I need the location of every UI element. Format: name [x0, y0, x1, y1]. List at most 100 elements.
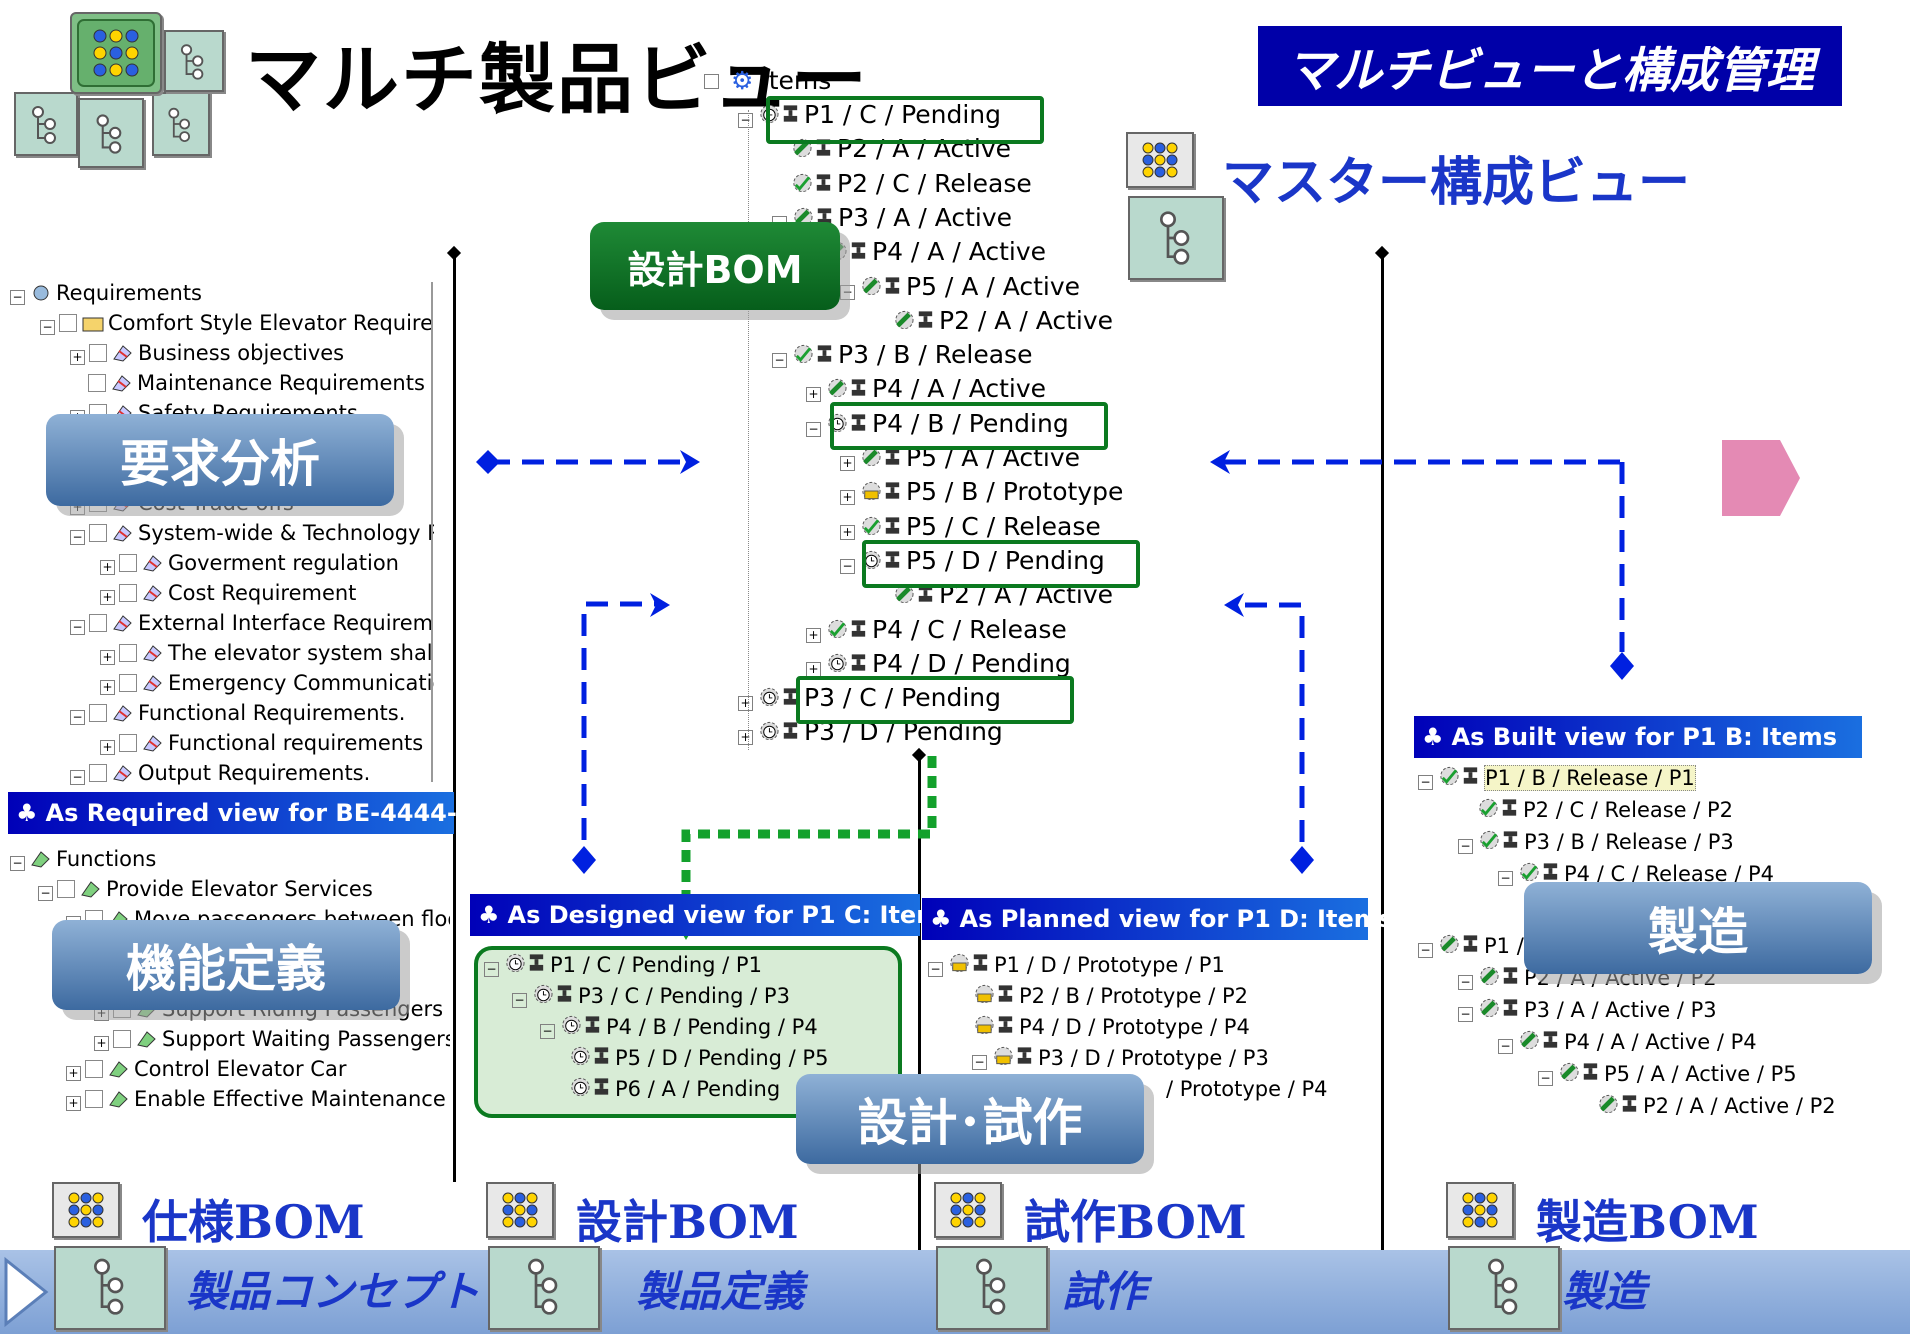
bom-tree-row[interactable]: +P5 / B / Prototype: [840, 475, 1123, 509]
as-planned-row[interactable]: −P1 / D / Prototype / P1: [922, 950, 1368, 981]
tree-row[interactable]: −External Interface Requiremen: [10, 608, 434, 638]
tree-row[interactable]: −Output Requirements.: [10, 758, 434, 788]
as-built-row[interactable]: −P5 / A / Active / P5: [1414, 1058, 1870, 1090]
as-built-row[interactable]: −P1 / B / Release / P1: [1414, 762, 1870, 794]
as-designed-row[interactable]: P5 / D / Pending / P5: [484, 1043, 898, 1074]
collapse-toggle[interactable]: −: [70, 710, 85, 725]
tree-row[interactable]: −Functions: [10, 844, 450, 874]
design-bom-button[interactable]: 設計BOM: [590, 222, 840, 310]
collapse-toggle[interactable]: −: [1458, 975, 1473, 990]
collapse-toggle[interactable]: −: [70, 620, 85, 635]
as-built-row[interactable]: −P3 / B / Release / P3: [1414, 826, 1870, 858]
collapse-toggle[interactable]: −: [512, 993, 527, 1008]
collapse-toggle[interactable]: −: [806, 421, 821, 437]
design-prototype-button[interactable]: 設計･試作: [796, 1074, 1144, 1164]
bom-tree-row[interactable]: +P4 / C / Release: [806, 613, 1067, 647]
expand-toggle[interactable]: +: [738, 730, 753, 746]
collapse-toggle[interactable]: −: [1538, 1071, 1553, 1086]
checkbox[interactable]: [119, 674, 137, 692]
collapse-toggle[interactable]: −: [70, 530, 85, 545]
tree-root[interactable]: ⚙ Items: [704, 64, 831, 98]
expand-toggle[interactable]: +: [738, 696, 753, 712]
tree-row[interactable]: −System-wide & Technology Re: [10, 518, 434, 548]
expand-toggle[interactable]: +: [100, 560, 115, 575]
collapse-toggle[interactable]: −: [70, 770, 85, 785]
tree-row[interactable]: +Cost Requirement: [10, 578, 434, 608]
function-definition-button[interactable]: 機能定義: [52, 920, 400, 1010]
expand-toggle[interactable]: +: [840, 490, 855, 506]
collapse-toggle[interactable]: −: [1418, 775, 1433, 790]
bom-tree-row[interactable]: +P5 / C / Release: [840, 510, 1101, 544]
checkbox[interactable]: [89, 764, 107, 782]
collapse-toggle[interactable]: −: [484, 962, 499, 977]
expand-toggle[interactable]: +: [806, 387, 821, 403]
expand-toggle[interactable]: +: [94, 1036, 109, 1051]
manufacturing-button[interactable]: 製造: [1524, 882, 1872, 974]
tree-row[interactable]: +Emergency Communication: [10, 668, 434, 698]
collapse-toggle[interactable]: −: [1498, 1039, 1513, 1054]
tree-row[interactable]: +Goverment regulation: [10, 548, 434, 578]
as-designed-row[interactable]: −P1 / C / Pending / P1: [484, 950, 898, 981]
bom-tree-row[interactable]: P2 / A / Active: [874, 304, 1113, 338]
collapse-toggle[interactable]: −: [10, 290, 25, 305]
collapse-toggle[interactable]: −: [540, 1024, 555, 1039]
tree-row[interactable]: +Control Elevator Car: [10, 1054, 450, 1084]
bom-tree-row[interactable]: P2 / C / Release: [772, 167, 1032, 201]
checkbox[interactable]: [89, 344, 107, 362]
checkbox[interactable]: [85, 1090, 103, 1108]
as-built-row[interactable]: P2 / A / Active / P2: [1414, 1090, 1870, 1122]
tree-row[interactable]: +Support Waiting Passengers: [10, 1024, 450, 1054]
collapse-toggle[interactable]: −: [840, 558, 855, 574]
as-planned-row[interactable]: P4 / D / Prototype / P4: [922, 1012, 1368, 1043]
as-built-row[interactable]: −P4 / A / Active / P4: [1414, 1026, 1870, 1058]
collapse-toggle[interactable]: −: [1498, 871, 1513, 886]
bom-tree-row[interactable]: −P1 / C / Pending: [738, 98, 1001, 132]
as-planned-row[interactable]: P2 / B / Prototype / P2: [922, 981, 1368, 1012]
checkbox[interactable]: [59, 314, 77, 332]
checkbox[interactable]: [119, 734, 137, 752]
as-designed-row[interactable]: −P4 / B / Pending / P4: [484, 1012, 898, 1043]
expand-toggle[interactable]: +: [100, 650, 115, 665]
collapse-toggle[interactable]: −: [40, 320, 55, 335]
checkbox[interactable]: [85, 1060, 103, 1078]
tree-row[interactable]: −Provide Elevator Services: [10, 874, 450, 904]
expand-toggle[interactable]: +: [70, 350, 85, 365]
collapse-toggle[interactable]: −: [38, 886, 53, 901]
expand-toggle[interactable]: +: [66, 1096, 81, 1111]
checkbox[interactable]: [89, 704, 107, 722]
expand-toggle[interactable]: +: [66, 1066, 81, 1081]
checkbox[interactable]: [89, 524, 107, 542]
requirements-analysis-button[interactable]: 要求分析: [46, 414, 394, 506]
expand-toggle[interactable]: +: [100, 740, 115, 755]
expand-toggle[interactable]: +: [100, 680, 115, 695]
collapse-toggle[interactable]: −: [10, 856, 25, 871]
as-built-row[interactable]: P2 / C / Release / P2: [1414, 794, 1870, 826]
checkbox[interactable]: [113, 1030, 131, 1048]
tree-row[interactable]: +Functional requirements: [10, 728, 434, 758]
collapse-toggle[interactable]: −: [928, 962, 943, 977]
bom-tree-row[interactable]: −P5 / A / Active: [840, 270, 1080, 304]
as-designed-row[interactable]: −P3 / C / Pending / P3: [484, 981, 898, 1012]
expand-toggle[interactable]: +: [840, 456, 855, 471]
bom-tree-row[interactable]: +P4 / D / Pending: [806, 647, 1071, 681]
as-planned-row[interactable]: −P3 / D / Prototype / P3: [922, 1043, 1368, 1074]
tree-row[interactable]: −Functional Requirements.: [10, 698, 434, 728]
checkbox[interactable]: [119, 554, 137, 572]
bom-tree-row[interactable]: +P4 / A / Active: [806, 372, 1046, 406]
checkbox[interactable]: [89, 614, 107, 632]
bom-tree-row[interactable]: −P3 / A / Active: [772, 201, 1012, 235]
expand-toggle[interactable]: +: [840, 524, 855, 540]
checkbox[interactable]: [119, 584, 137, 602]
collapse-toggle[interactable]: −: [772, 353, 787, 369]
collapse-toggle[interactable]: −: [1458, 1007, 1473, 1022]
tree-row[interactable]: +Enable Effective Maintenance: [10, 1084, 450, 1114]
tree-row[interactable]: +Business objectives: [10, 338, 434, 368]
bom-tree-row[interactable]: +P3 / C / Pending: [738, 681, 1001, 715]
tree-row[interactable]: −Requirements: [10, 278, 434, 308]
collapse-toggle[interactable]: −: [738, 113, 753, 128]
as-built-row[interactable]: −P3 / A / Active / P3: [1414, 994, 1870, 1026]
checkbox[interactable]: [57, 880, 75, 898]
collapse-toggle[interactable]: −: [1458, 839, 1473, 854]
as-planned-row[interactable]: / Prototype / P4: [922, 1074, 1368, 1105]
collapse-toggle[interactable]: −: [840, 284, 855, 300]
